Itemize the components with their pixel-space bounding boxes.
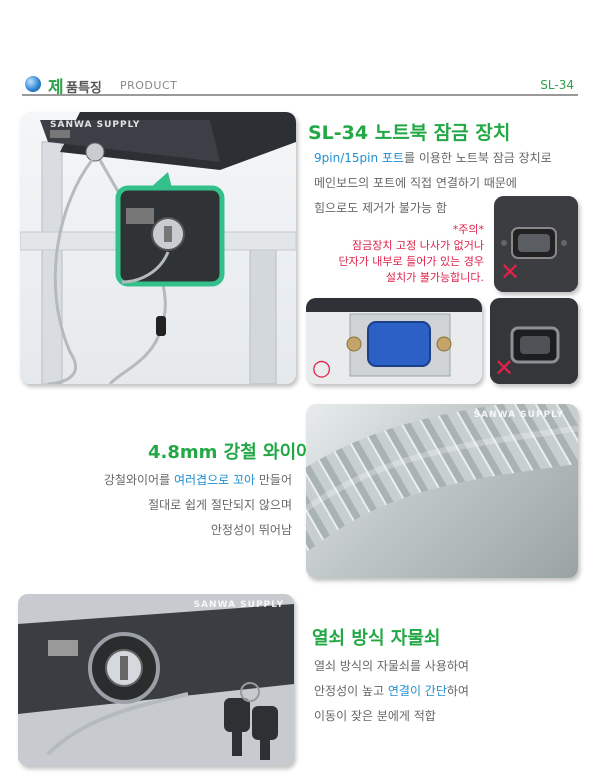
header-divider — [22, 94, 578, 96]
section3-line3: 이동이 잦은 분에게 적합 — [314, 709, 436, 723]
watermark: SANWA SUPPLY — [50, 120, 141, 130]
section3-line1: 열쇠 방식의 자물쇠를 사용하여 — [314, 659, 469, 673]
caution-line1: 잠금장치 고정 나사가 없거나 — [352, 239, 484, 252]
section3-line2: 안정성이 높고 연결이 간단하여 — [314, 679, 469, 704]
section2-line3: 안정성이 뛰어남 — [210, 523, 292, 537]
section2-line1: 강철와이어를 여러겹으로 꼬아 만들어 — [66, 468, 292, 493]
section2-line1-b: 만들어 — [255, 473, 292, 487]
section1-highlight: 9pin/15pin 포트 — [314, 151, 404, 165]
section1-line1-rest: 를 이용한 노트북 잠금 장치로 — [403, 151, 552, 165]
ng-mark: ✕ — [494, 354, 515, 382]
port-no-screw-photo: ✕ — [490, 298, 578, 384]
section1-line2: 메인보드의 포트에 직접 연결하기 때문에 — [314, 176, 517, 190]
port-ok-photo: ○ — [306, 298, 482, 384]
globe-icon — [25, 76, 41, 92]
caution-note: *주의* 잠금장치 고정 나사가 없거나 단자가 내부로 들어가 있는 경우 설… — [300, 222, 484, 286]
section1-line1: 9pin/15pin 포트를 이용한 노트북 잠금 장치로 — [314, 146, 552, 171]
ok-mark: ○ — [312, 356, 332, 381]
header-subtitle: PRODUCT — [120, 79, 178, 92]
section3-body: 열쇠 방식의 자물쇠를 사용하여 안정성이 높고 연결이 간단하여 이동이 잦은… — [314, 654, 469, 729]
section1-title: SL-34 노트북 잠금 장치 — [308, 122, 511, 144]
section1-line3: 힘으로도 제거가 불가능 함 — [314, 201, 447, 215]
key-lock-photo: SANWA SUPPLY — [18, 594, 294, 766]
model-code: SL-34 — [540, 78, 574, 92]
header-title-first: 제 — [48, 78, 64, 98]
section3-highlight: 연결이 간단 — [387, 684, 447, 698]
laptop-lock-photo: SANWA SUPPLY — [20, 112, 296, 384]
section2-body: 강철와이어를 여러겹으로 꼬아 만들어 절대로 쉽게 절단되지 않으며 안정성이… — [66, 468, 292, 543]
watermark: SANWA SUPPLY — [473, 410, 564, 420]
watermark: SANWA SUPPLY — [193, 600, 284, 610]
section-header: 제 품특징 PRODUCT SL-34 — [22, 74, 578, 98]
section2-line1-a: 강철와이어를 — [103, 473, 174, 487]
section2-line2: 절대로 쉽게 절단되지 않으며 — [148, 498, 292, 512]
port-recessed-photo: ✕ — [494, 196, 578, 292]
section1-body: 9pin/15pin 포트를 이용한 노트북 잠금 장치로 메인보드의 포트에 … — [314, 146, 552, 221]
steel-wire-photo: SANWA SUPPLY — [306, 404, 578, 578]
ng-mark: ✕ — [500, 258, 521, 286]
section2-title: 4.8mm 강철 와이어 — [148, 442, 313, 463]
caution-line3: 설치가 불가능합니다. — [385, 271, 484, 284]
header-title-rest: 품특징 — [66, 81, 102, 96]
section3-line2-a: 안정성이 높고 — [314, 684, 388, 698]
caution-line2: 단자가 내부로 들어가 있는 경우 — [338, 255, 484, 268]
section3-title: 열쇠 방식 자물쇠 — [312, 628, 441, 649]
section2-highlight: 여러겹으로 꼬아 — [173, 473, 256, 487]
caution-title: *주의* — [452, 223, 484, 236]
section3-line2-b: 하여 — [446, 684, 469, 698]
